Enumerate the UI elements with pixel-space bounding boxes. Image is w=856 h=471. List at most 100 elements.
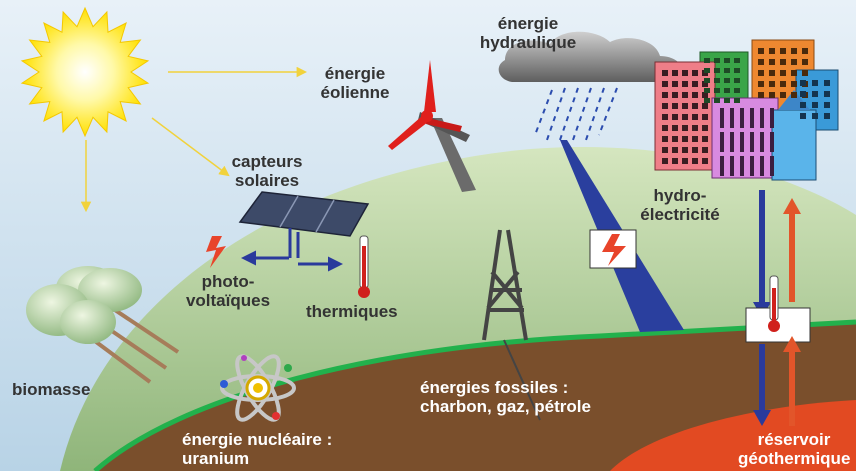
building-window xyxy=(672,70,678,76)
building-window xyxy=(692,70,698,76)
label-fossil-line2: charbon, gaz, pétrole xyxy=(420,397,591,416)
building-window xyxy=(770,132,774,152)
city-buildings-icon xyxy=(654,39,839,181)
label-hydraulic-line2: hydraulique xyxy=(479,33,577,52)
building-window xyxy=(734,88,740,93)
building-window xyxy=(769,48,775,54)
building-window xyxy=(724,78,730,83)
building-window xyxy=(682,147,688,153)
building-window xyxy=(812,80,818,86)
building-window xyxy=(824,113,830,119)
heat-exchanger-icon xyxy=(745,190,811,426)
building-window xyxy=(750,156,754,176)
label-reservoir-line2: géothermique xyxy=(738,449,851,468)
building-window xyxy=(702,158,708,164)
solar-panel-icon xyxy=(238,191,370,272)
tree-icon xyxy=(26,266,180,384)
building-window xyxy=(702,125,708,131)
label-photovoltaic-line1: photo- xyxy=(201,272,255,291)
building-window xyxy=(730,132,734,152)
building-window xyxy=(720,108,724,128)
building-window xyxy=(672,103,678,109)
building-window xyxy=(760,108,764,128)
label-hydraulic-energy: énergie hydraulique xyxy=(468,14,588,52)
building-window xyxy=(730,156,734,176)
label-photovoltaic-line2: voltaïques xyxy=(185,291,271,310)
rain-cloud-icon xyxy=(498,31,683,141)
building-window xyxy=(791,48,797,54)
building-window xyxy=(662,136,668,142)
building-window xyxy=(760,156,764,176)
building-window xyxy=(800,113,806,119)
building-window xyxy=(672,158,678,164)
building-window xyxy=(812,102,818,108)
building-window xyxy=(702,136,708,142)
building-window xyxy=(714,68,720,73)
building-window xyxy=(692,92,698,98)
label-wind-energy: énergie éolienne xyxy=(315,64,395,102)
label-solar-line2: solaires xyxy=(234,171,300,190)
photovoltaic-lightning-icon xyxy=(206,236,226,268)
label-hydroelectricity-line2: électricité xyxy=(640,205,720,224)
building-window xyxy=(702,103,708,109)
building-window xyxy=(758,48,764,54)
building-window xyxy=(769,59,775,65)
building-window xyxy=(734,58,740,63)
building-window xyxy=(672,114,678,120)
building-window xyxy=(682,125,688,131)
building-window xyxy=(662,114,668,120)
underground xyxy=(95,322,856,471)
building-window xyxy=(724,98,730,103)
building-window xyxy=(704,68,710,73)
building-window xyxy=(734,78,740,83)
building-window xyxy=(692,81,698,87)
building-window xyxy=(662,81,668,87)
hydro-lightning-icon xyxy=(589,229,637,269)
building-window xyxy=(714,78,720,83)
building-window xyxy=(800,91,806,97)
building-window xyxy=(720,156,724,176)
building-window xyxy=(724,68,730,73)
building-window xyxy=(682,70,688,76)
building-window xyxy=(682,136,688,142)
building-window xyxy=(682,81,688,87)
label-photovoltaic: photo- voltaïques xyxy=(183,272,273,310)
label-hydroelectricity-line1: hydro- xyxy=(653,186,707,205)
label-hydroelectricity: hydro- électricité xyxy=(632,186,728,224)
label-nuclear-line1: énergie nucléaire : xyxy=(182,430,333,449)
label-thermal: thermiques xyxy=(306,302,398,321)
building-window xyxy=(714,58,720,63)
building-window xyxy=(780,81,786,87)
building-window xyxy=(824,91,830,97)
building-window xyxy=(791,92,797,98)
building-window xyxy=(704,98,710,103)
label-wind-line2: éolienne xyxy=(320,83,390,102)
building-window xyxy=(740,108,744,128)
building-window xyxy=(812,113,818,119)
building-window xyxy=(724,58,730,63)
building-window xyxy=(734,98,740,103)
building-window xyxy=(770,156,774,176)
building-window xyxy=(760,132,764,152)
thermometer-icon xyxy=(358,235,370,298)
oil-derrick-icon xyxy=(482,229,541,421)
building-window xyxy=(758,81,764,87)
building-window xyxy=(800,80,806,86)
building-window xyxy=(730,108,734,128)
building-window xyxy=(662,147,668,153)
wind-turbine-icon xyxy=(388,60,476,192)
building-window xyxy=(714,98,720,103)
building-window xyxy=(802,70,808,76)
building-window xyxy=(724,88,730,93)
label-solar-collectors: capteurs solaires xyxy=(222,152,312,190)
building-window xyxy=(692,158,698,164)
building-window xyxy=(758,92,764,98)
building-window xyxy=(692,125,698,131)
building-window xyxy=(692,136,698,142)
building-window xyxy=(702,92,708,98)
building-window xyxy=(791,70,797,76)
building-window xyxy=(812,91,818,97)
building-window xyxy=(734,68,740,73)
